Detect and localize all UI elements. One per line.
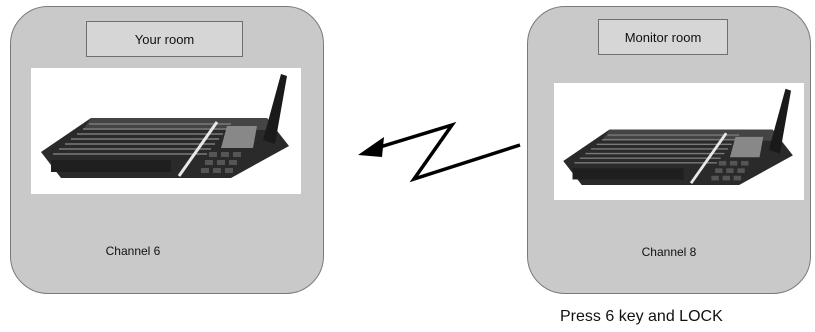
your-room-panel: Your room Channel 6 bbox=[10, 6, 324, 294]
your-room-channel: Channel 6 bbox=[0, 244, 289, 258]
monitor-room-panel: Monitor room Channel 8 bbox=[527, 6, 811, 294]
zigzag-signal-arrow-icon bbox=[352, 115, 522, 190]
intercom-device-icon bbox=[31, 68, 301, 194]
intercom-device-icon bbox=[554, 83, 804, 200]
instruction-caption: Press 6 key and LOCK bbox=[560, 308, 723, 326]
monitor-room-channel: Channel 8 bbox=[528, 245, 810, 259]
monitor-room-title: Monitor room bbox=[598, 19, 728, 55]
intercom-device-image bbox=[31, 68, 301, 194]
your-room-title: Your room bbox=[86, 21, 243, 57]
intercom-device-image bbox=[554, 83, 804, 200]
